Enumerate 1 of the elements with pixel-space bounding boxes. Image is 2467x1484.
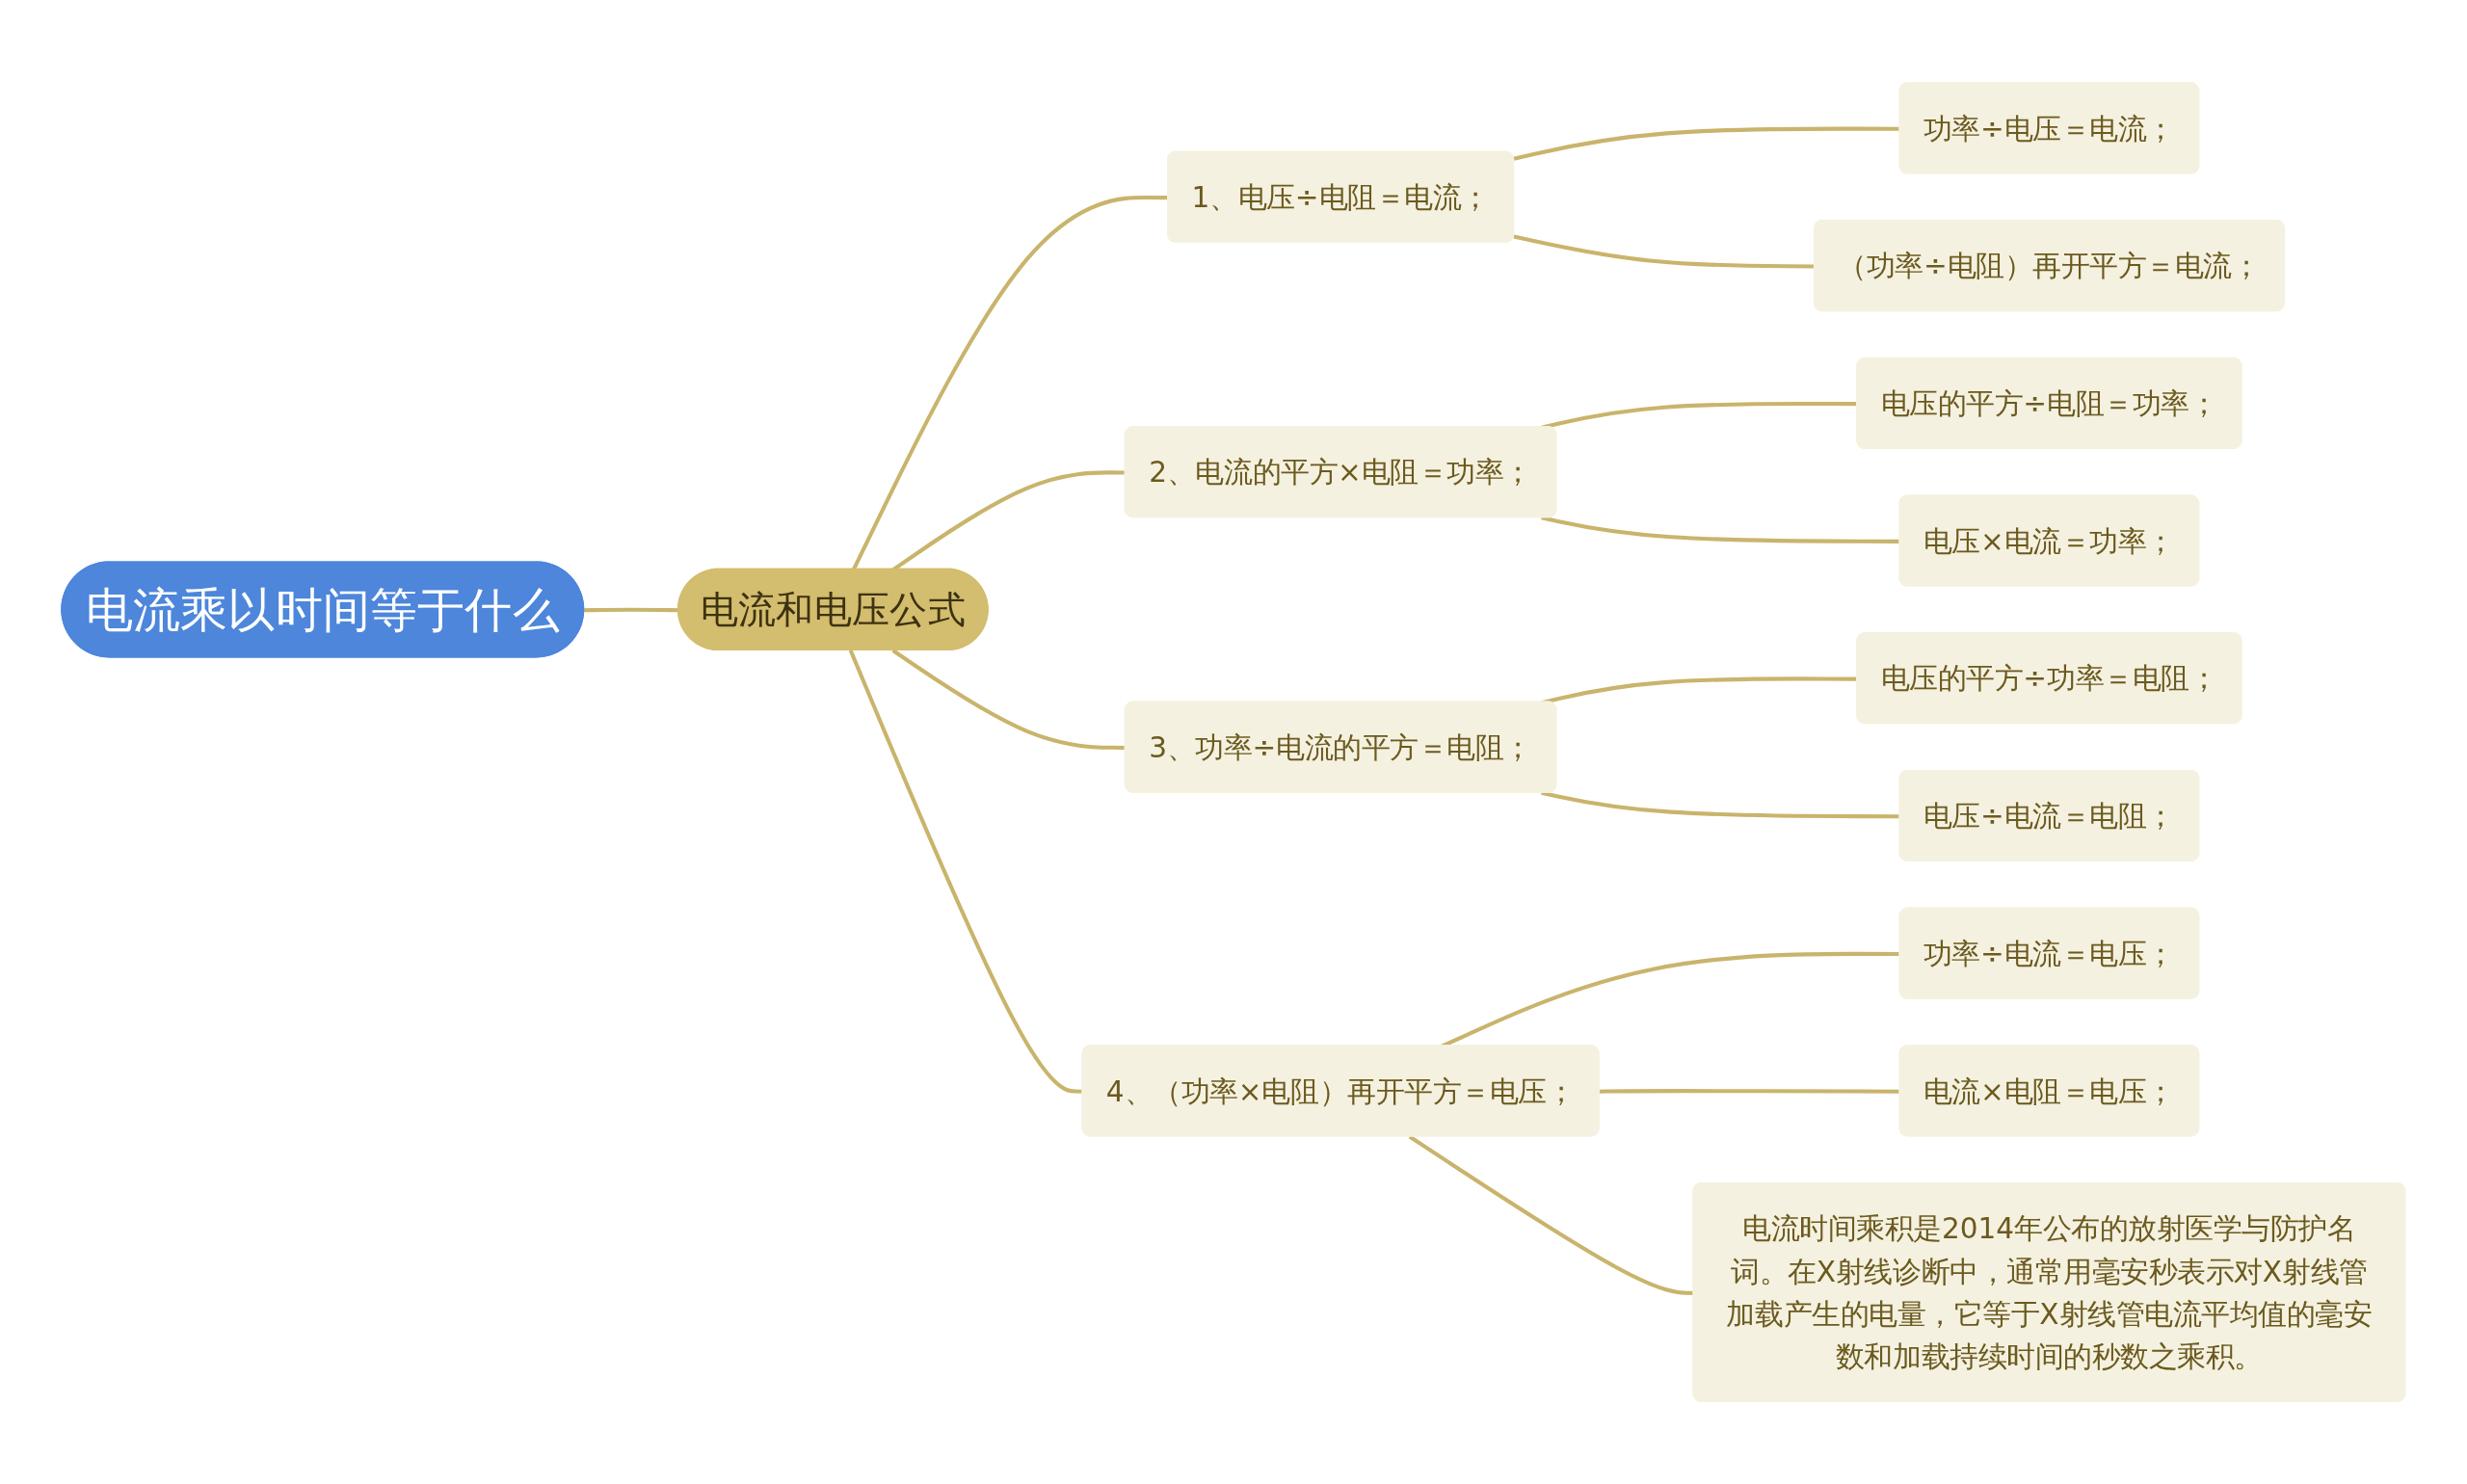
connector — [584, 607, 679, 613]
